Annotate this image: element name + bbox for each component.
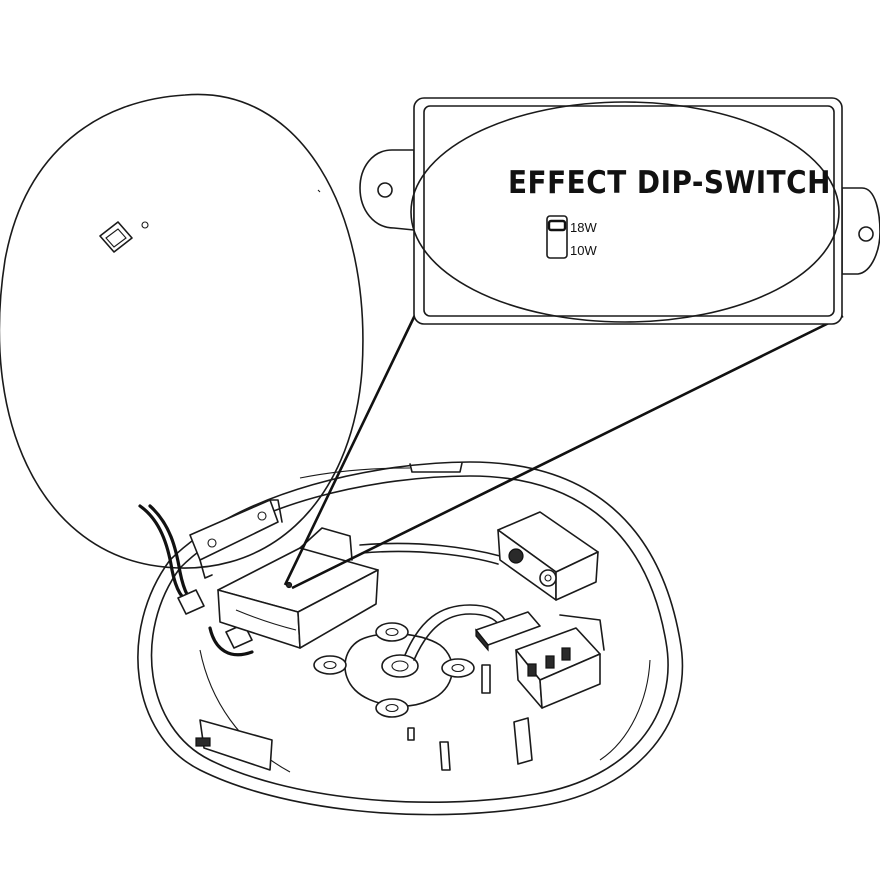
internal-cable: [359, 542, 506, 661]
dip-switch-icon: [546, 215, 568, 259]
base-housing: [137, 461, 684, 816]
floor-posts: [195, 664, 533, 771]
switch-option-10w: 10W: [570, 243, 597, 258]
callout-box: EFFECT DIP-SWITCH 18W 10W: [359, 97, 880, 325]
sensor-block: [497, 511, 599, 601]
callout-title: EFFECT DIP-SWITCH: [508, 165, 831, 201]
dip-switch-marker: [285, 581, 293, 589]
hinge-bracket: [189, 499, 283, 579]
power-wires: [138, 504, 254, 657]
switch-option-18w: 18W: [570, 220, 597, 235]
mounting-plate: [313, 622, 475, 718]
terminal-block: [475, 611, 605, 709]
callout-leaders: [283, 314, 844, 590]
lid-clip-icon: [99, 221, 149, 253]
lid-cover: [0, 93, 364, 569]
